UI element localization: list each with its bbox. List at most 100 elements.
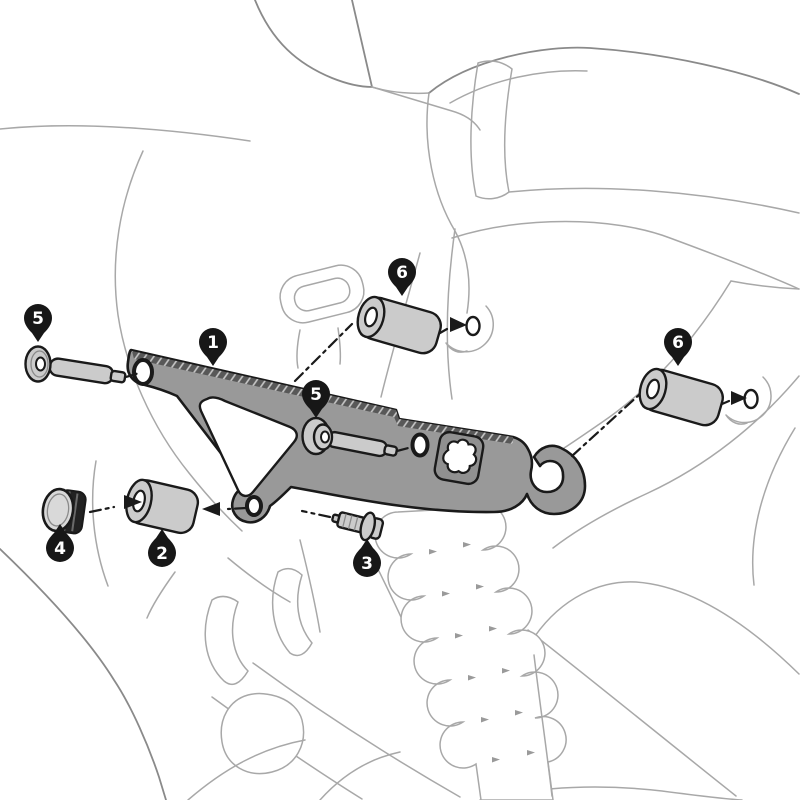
peg-mount-blob xyxy=(220,692,305,775)
bolt-tip xyxy=(383,444,399,457)
arrow-right-icon xyxy=(731,391,747,405)
outline-curve xyxy=(730,280,800,290)
callout-balloon xyxy=(46,524,74,562)
callout-balloon xyxy=(664,328,692,366)
outline-curve xyxy=(91,460,109,587)
assembly-line xyxy=(395,445,414,453)
frame-hole-spiral xyxy=(445,305,494,353)
seat-inner-curve xyxy=(449,70,588,104)
callout-number: 2 xyxy=(156,544,168,564)
bracket-hole-front xyxy=(132,358,154,386)
side-panel-curve xyxy=(426,92,470,314)
heel-guard-curves xyxy=(187,739,401,800)
bracket-triangle-cutout xyxy=(198,396,298,498)
callout-3: 3 xyxy=(353,539,381,577)
callout-number: 4 xyxy=(54,539,66,559)
bracket-keyhole-recess xyxy=(433,430,485,486)
callout-balloon xyxy=(388,258,416,296)
assembly-line xyxy=(720,399,731,406)
callout-number: 1 xyxy=(207,333,219,353)
assembly-line xyxy=(300,509,332,519)
outline-curve xyxy=(146,557,291,619)
bracket-hole-bottom xyxy=(245,495,263,517)
lower-fairing-edge xyxy=(0,548,167,800)
hardware xyxy=(24,295,724,542)
grab-ring-inner xyxy=(293,277,351,312)
spacer-bore xyxy=(646,378,660,400)
callout-2: 2 xyxy=(148,529,176,567)
callout-number: 3 xyxy=(361,554,373,574)
bolt-socket xyxy=(35,356,46,372)
spring-ticks xyxy=(429,542,535,763)
direction-arrows xyxy=(124,317,747,516)
callout-number: 6 xyxy=(396,263,408,283)
arrow-right-icon xyxy=(450,317,467,332)
callout-6-top: 6 xyxy=(388,258,416,296)
bolt-tip xyxy=(109,369,127,384)
assembly-line xyxy=(293,322,354,383)
callout-4: 4 xyxy=(46,524,74,562)
spacer-bore xyxy=(364,306,378,328)
frame-hole-spiral xyxy=(725,376,772,425)
callout-5-mid: 5 xyxy=(302,380,330,418)
frame-curve xyxy=(446,228,456,400)
assembly-line xyxy=(226,506,248,511)
seat-bottom-curve xyxy=(508,187,800,214)
spacer-2 xyxy=(125,478,200,535)
callout-number: 5 xyxy=(310,385,322,405)
callout-balloon xyxy=(199,328,227,366)
bolt-5-mid xyxy=(301,416,399,458)
callout-balloon xyxy=(353,539,381,577)
callout-balloon xyxy=(302,380,330,418)
callout-number: 5 xyxy=(32,309,44,329)
fender-dome-arc xyxy=(534,581,800,675)
assembly-lines xyxy=(88,322,731,519)
tail-edge-curve xyxy=(254,0,373,88)
bolt-5-left xyxy=(24,345,127,385)
bolt-threads xyxy=(342,513,359,531)
bolt-head-rim xyxy=(30,350,49,378)
shock-absorber xyxy=(374,503,567,800)
frame-hole xyxy=(465,315,481,337)
keyhole-star-slot xyxy=(442,438,478,474)
spacer-6-top xyxy=(356,295,442,355)
seat-strap xyxy=(470,60,513,200)
peg-finger-right xyxy=(271,567,313,657)
cap-face-rim xyxy=(46,493,70,527)
outline-curve xyxy=(0,125,251,142)
assembly-line xyxy=(570,392,642,458)
assembly-line xyxy=(438,327,449,335)
callout-1: 1 xyxy=(199,328,227,366)
callouts: 1 2 3 4 5 5 6 6 xyxy=(24,258,692,577)
frame-diagonal xyxy=(527,629,737,797)
assembly-line xyxy=(124,371,141,379)
spacer-6-right xyxy=(638,367,724,427)
bracket-hole-mid xyxy=(410,432,430,458)
frame-tube-top xyxy=(560,280,732,451)
arrow-left-icon xyxy=(202,502,220,516)
callout-balloon xyxy=(24,304,52,342)
callout-6-right: 6 xyxy=(664,328,692,366)
grab-ring xyxy=(279,264,365,324)
arrow-right-icon xyxy=(124,495,142,509)
callout-number: 6 xyxy=(672,333,684,353)
callout-5-left: 5 xyxy=(24,304,52,342)
cowl-curve xyxy=(451,220,800,290)
bolt-socket xyxy=(320,430,330,444)
frame-hole xyxy=(743,388,759,410)
assembly-line xyxy=(88,505,116,514)
tail-edge-curve xyxy=(351,0,373,88)
coil-spring xyxy=(374,503,567,800)
cap-4 xyxy=(41,487,87,535)
peg-finger-left xyxy=(204,595,249,686)
callout-balloon xyxy=(148,529,176,567)
grab-ring-stems xyxy=(296,327,342,369)
bolt-3 xyxy=(331,511,385,542)
bolt-washer xyxy=(359,511,377,542)
shock-body-edge xyxy=(533,654,553,797)
rear-wheel-arc xyxy=(751,427,796,586)
bolt-shaft xyxy=(48,357,115,385)
